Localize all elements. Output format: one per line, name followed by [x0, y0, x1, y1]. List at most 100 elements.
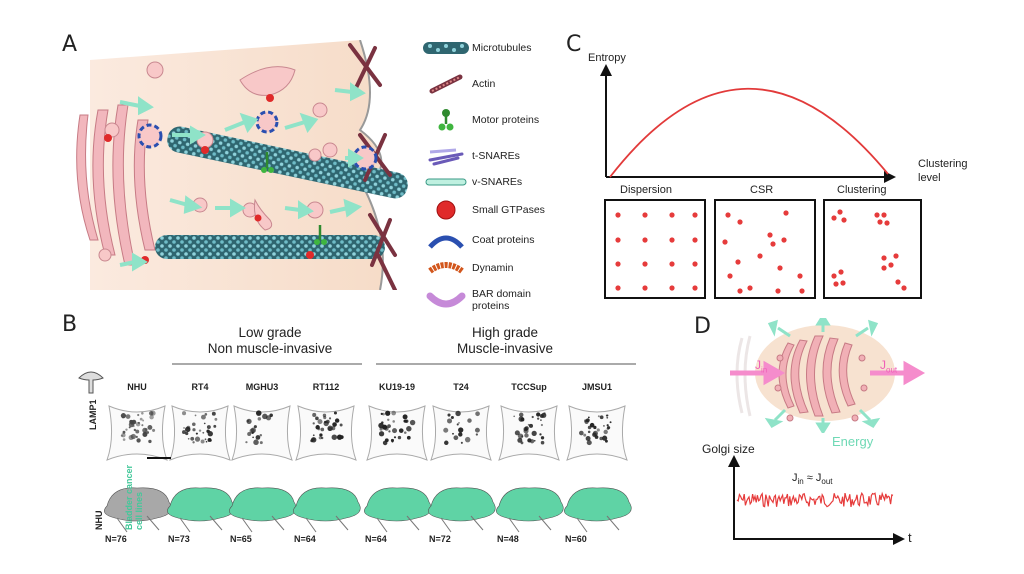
legend-label: t-SNAREs: [472, 150, 520, 162]
entropy-axis-label: Entropy: [588, 52, 626, 64]
cell-line-label: MGHU3: [245, 382, 279, 392]
microtubule-lower: [155, 235, 385, 259]
group-label-low-grade: Low grade Non muscle-invasive: [207, 325, 333, 356]
box-label-dispersion: Dispersion: [620, 184, 672, 196]
panel-b-letter: B: [62, 312, 78, 337]
cancer-row-label: Bladder cancer cell lines: [124, 464, 144, 530]
legend-label: Small GTPases: [472, 204, 545, 216]
box-label-clustering: Clustering: [837, 184, 887, 196]
dispersion-box: [604, 199, 706, 299]
cell-3d-shape: [104, 487, 172, 533]
panel-a-letter: A: [62, 32, 78, 57]
microtubule-icon: [420, 37, 472, 59]
legend-item-v-snares: v-SNAREs: [420, 170, 522, 194]
lamp1-cell-image: [430, 405, 492, 461]
csr-box: [714, 199, 816, 299]
coat-protein-icon: [420, 229, 472, 251]
panel-c-letter: C: [566, 32, 582, 57]
n-count: N=64: [294, 534, 316, 544]
legend-label: Microtubules: [472, 42, 532, 54]
motor-protein-icon: [420, 109, 472, 131]
panel-a-cell-diagram: [76, 40, 408, 290]
cell-line-label: RT112: [312, 382, 340, 392]
golgi-size-plot: [728, 455, 905, 545]
legend-label: v-SNAREs: [472, 176, 523, 188]
legend-label: Dynamin: [472, 262, 514, 274]
row2-labels: NHU Bladder cancer cell lines: [74, 465, 154, 530]
bar-domain-icon: [420, 289, 472, 311]
cell-3d-shape: [564, 487, 632, 533]
legend-label: BAR domain proteins: [472, 288, 531, 312]
legend-label: Coat proteins: [472, 234, 535, 246]
cell-line-label: NHU: [127, 382, 147, 392]
cell-shape-icon: [78, 371, 104, 394]
lamp1-cell-image: [231, 405, 293, 461]
panel-d-letter: D: [694, 314, 711, 339]
n-count: N=72: [429, 534, 451, 544]
n-count: N=65: [230, 534, 252, 544]
golgi-flux-diagram: [730, 318, 926, 433]
legend-item-actin: Actin: [420, 72, 495, 96]
lamp1-cell-image: [295, 405, 357, 461]
lamp1-cell-image: [169, 405, 231, 461]
t-snare-icon: [420, 145, 472, 167]
clustering-axis-label: Clustering level: [918, 158, 968, 184]
lamp1-cell-image: [498, 405, 560, 461]
entropy-curve: [609, 87, 889, 178]
cell-3d-shape: [496, 487, 564, 533]
cell-3d-shape: [293, 487, 361, 533]
eq-j: J: [792, 472, 798, 484]
n-count: N=73: [168, 534, 190, 544]
legend-item-bar-domain: BAR domain proteins: [420, 284, 531, 316]
golgi-stack: [76, 104, 156, 266]
clustering-box: [823, 199, 922, 299]
j-out-sub: out: [886, 365, 898, 375]
cell-3d-shape: [229, 487, 297, 533]
flux-equation: Jin ≈ Jout: [792, 472, 833, 486]
cell-line-label: TCCSup: [511, 382, 547, 392]
point-pattern-boxes: [604, 199, 922, 299]
n-count: N=64: [365, 534, 387, 544]
v-snare-icon: [420, 171, 472, 193]
j-in-label: Jin: [755, 358, 767, 374]
cell-line-label: KU19-19: [378, 382, 416, 392]
entropy-plot: [600, 64, 896, 183]
lamp1-row-label: LAMP1: [88, 399, 98, 430]
legend-item-coat: Coat proteins: [420, 228, 534, 252]
golgi-size-axis-label: Golgi size: [702, 442, 755, 456]
j-in-main: J: [755, 358, 761, 372]
legend-label: Motor proteins: [472, 114, 540, 126]
gtpase-icon: [420, 199, 472, 221]
eq-mid: ≈ J: [803, 472, 822, 484]
3d-shape-row: [104, 487, 632, 533]
group-divider-lines: [172, 363, 636, 365]
n-count: N=60: [565, 534, 587, 544]
legend-item-t-snares: t-SNAREs: [420, 144, 520, 168]
n-count: N=76: [105, 534, 127, 544]
box-label-csr: CSR: [750, 184, 774, 196]
lamp1-cell-image: [106, 405, 168, 461]
lamp1-cell-image: [366, 405, 428, 461]
energy-label: Energy: [832, 434, 874, 449]
j-in-sub: in: [761, 365, 768, 375]
group-label-high-grade: High grade Muscle-invasive: [456, 325, 554, 356]
cell-3d-shape: [364, 487, 432, 533]
cell-3d-shape: [167, 487, 235, 533]
lamp1-images-row: [106, 405, 628, 461]
cell-line-label: JMSU1: [581, 382, 612, 392]
t-axis-label: t: [908, 530, 912, 545]
legend-item-motor: Motor proteins: [420, 108, 539, 132]
golgi-size-trace: [736, 491, 894, 508]
scale-bar: [147, 457, 171, 459]
nhu-row-label: NHU: [94, 510, 104, 531]
eq-sub-in: in: [797, 477, 804, 487]
legend-label: Actin: [472, 78, 496, 90]
lamp1-cell-image: [566, 405, 628, 461]
cell-line-label: T24: [453, 382, 469, 392]
cell-line-label: RT4: [191, 382, 209, 392]
legend-item-microtubules: Microtubules: [420, 36, 532, 60]
legend-item-dynamin: Dynamin: [420, 256, 513, 280]
j-out-label: Jout: [880, 358, 897, 374]
actin-icon: [420, 73, 472, 95]
legend-item-gtpases: Small GTPases: [420, 198, 545, 222]
